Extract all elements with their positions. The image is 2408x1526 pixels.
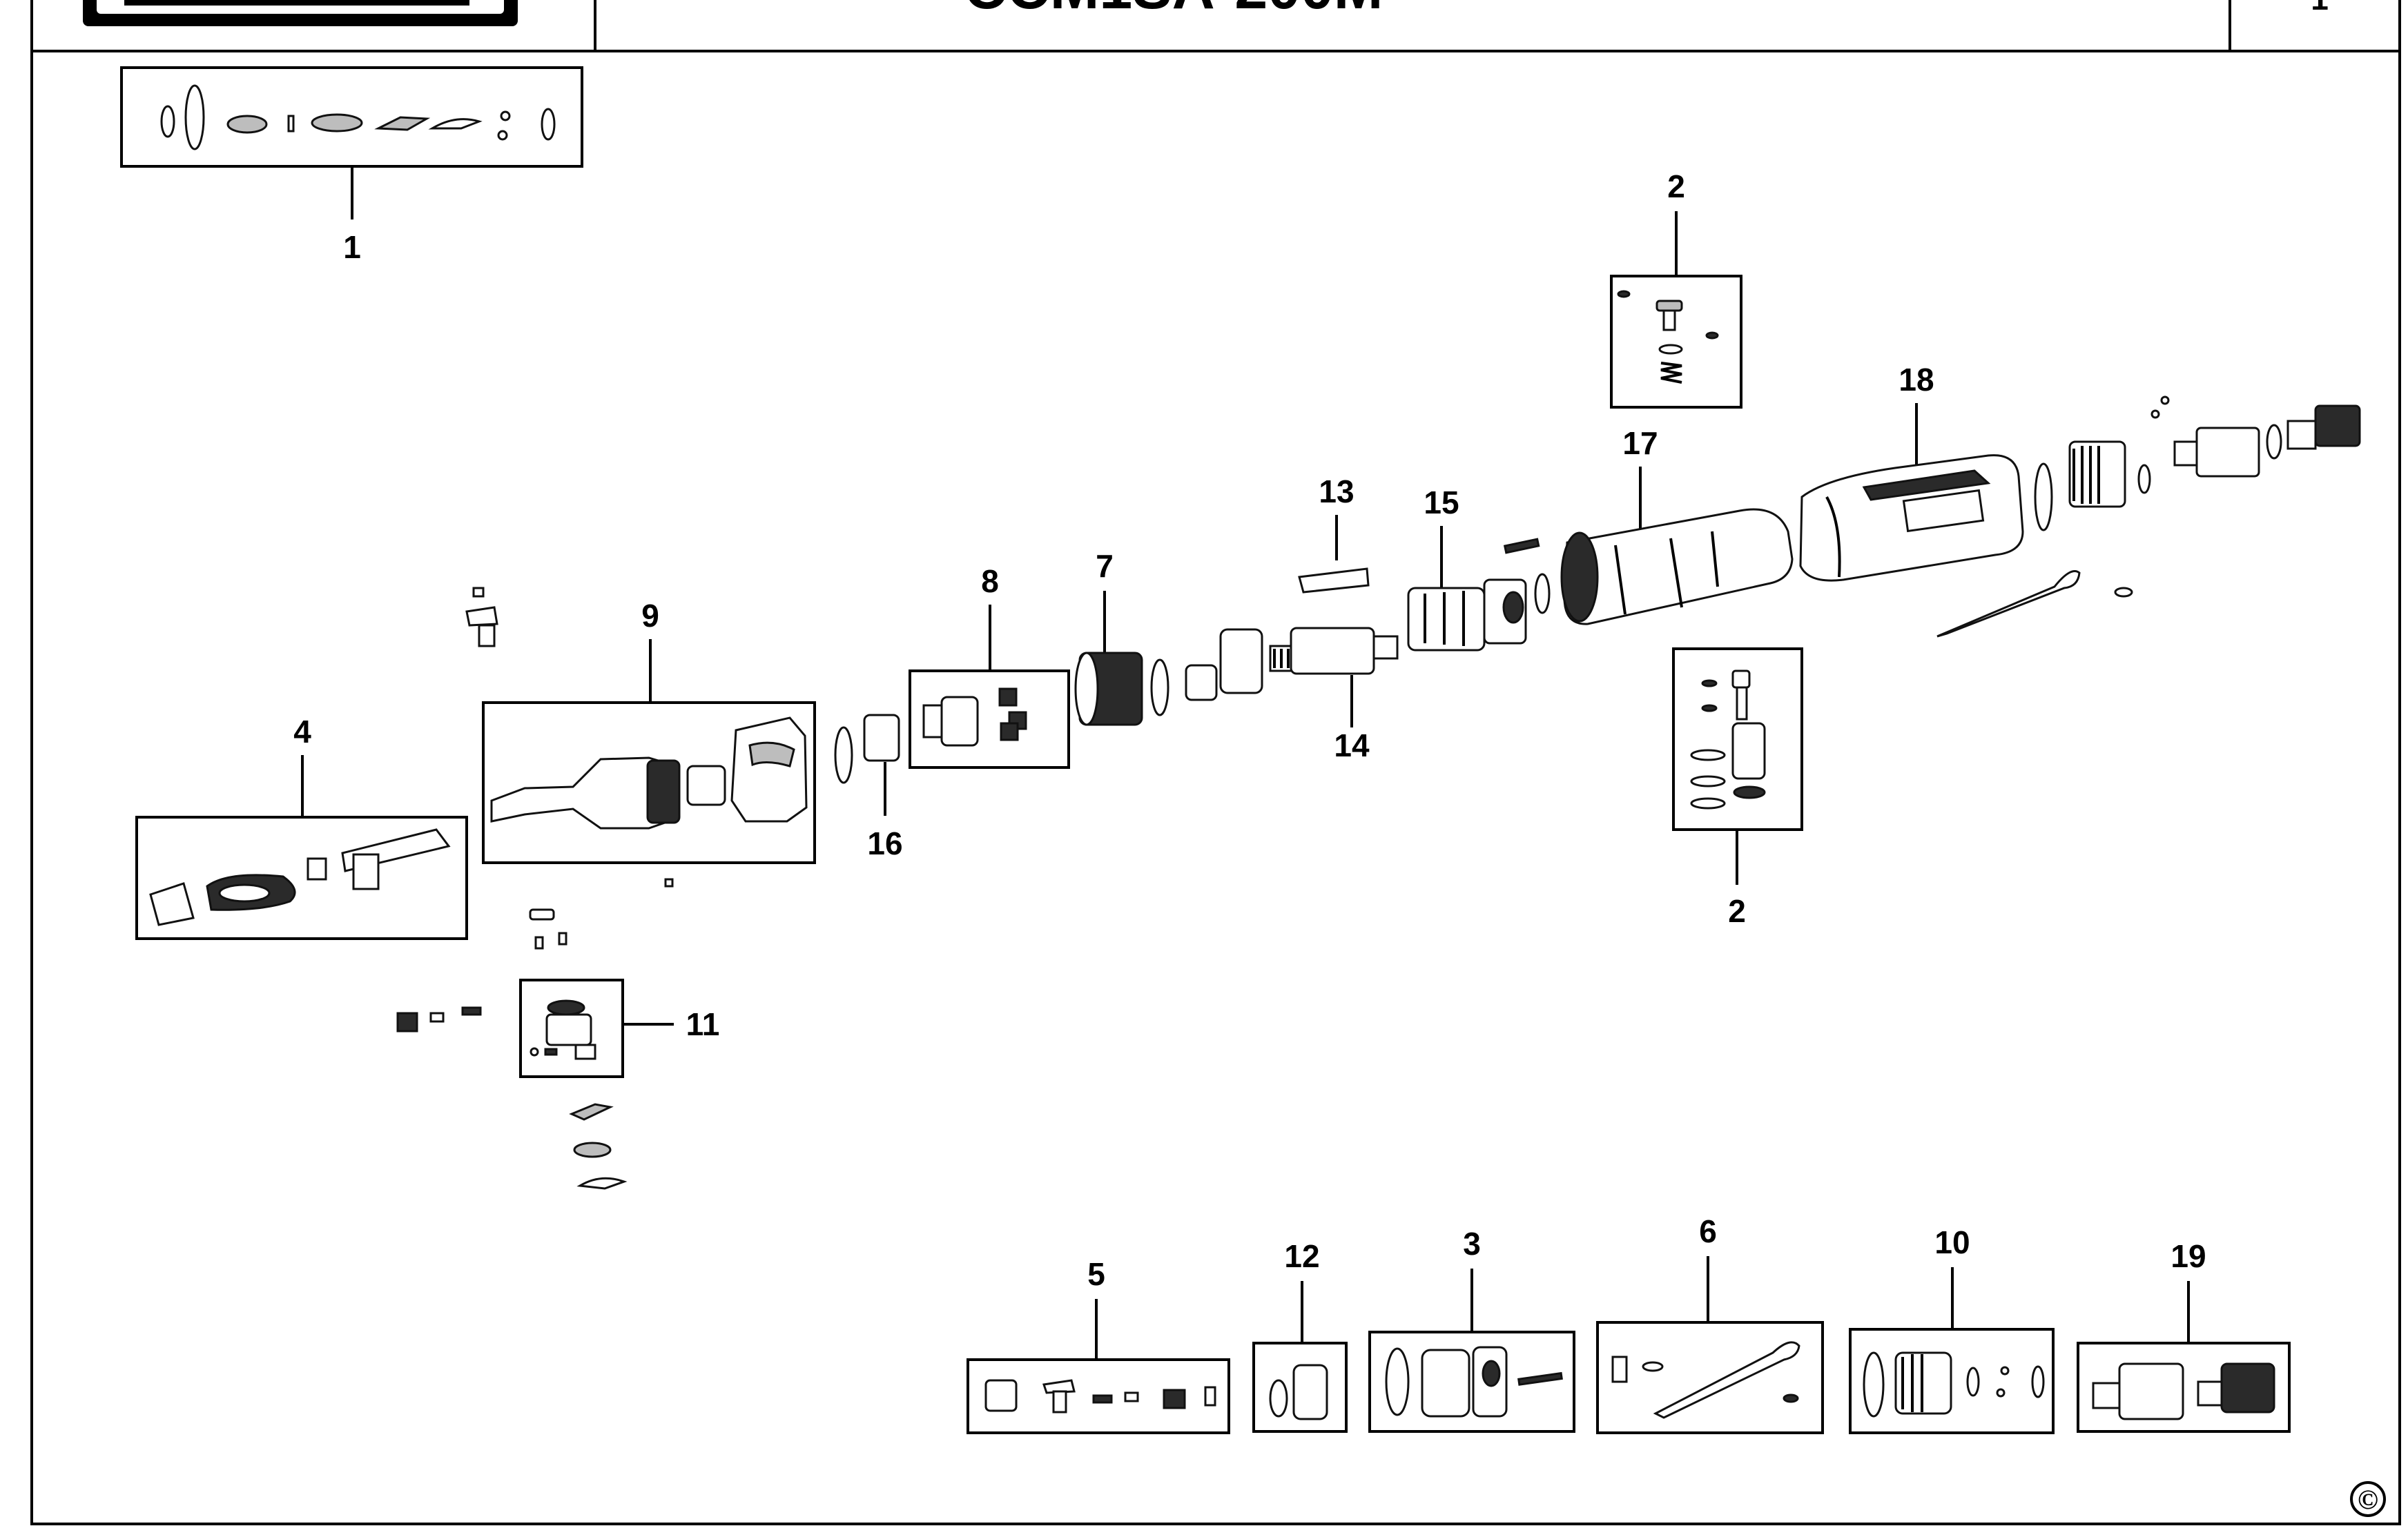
- copyright-circle: [2350, 1481, 2386, 1517]
- kit-box-6: [1596, 1321, 1824, 1434]
- kit-box-5: [967, 1358, 1230, 1434]
- callout-8: 8: [981, 563, 999, 599]
- callout-16: 16: [867, 825, 902, 861]
- callout-5: 5: [1087, 1256, 1105, 1292]
- model-title: CCM1SA-200M: [964, 0, 1383, 21]
- callout-2-bottom: 2: [1728, 893, 1746, 929]
- callout-6: 6: [1699, 1213, 1717, 1249]
- rear-fitting-parts: [2034, 395, 2361, 531]
- drawing-frame: [30, 0, 2401, 1525]
- rotor-blade-13: [1298, 567, 1370, 594]
- motor-housing-18: [1799, 454, 2024, 582]
- kit-box-2-bottom: [1672, 647, 1803, 831]
- bearing-16: [834, 714, 900, 784]
- kit-box-12: [1252, 1342, 1348, 1433]
- callout-10: 10: [1934, 1224, 1970, 1260]
- callout-19: 19: [2171, 1238, 2206, 1274]
- trigger-lever: [1936, 570, 2133, 638]
- kit-box-10: [1849, 1328, 2055, 1434]
- callout-3: 3: [1463, 1226, 1481, 1262]
- callout-1: 1: [343, 229, 361, 265]
- callout-15: 15: [1424, 485, 1459, 520]
- small-screw-parts: [465, 587, 674, 888]
- rotor-15: [1407, 578, 1527, 652]
- kit-box-3: [1368, 1331, 1575, 1433]
- callout-2-top: 2: [1667, 168, 1685, 204]
- callout-4: 4: [293, 714, 311, 750]
- page-number: 1: [2311, 0, 2329, 17]
- kit-box-4: [135, 816, 468, 940]
- callout-9: 9: [641, 598, 659, 634]
- callout-18: 18: [1899, 362, 1934, 398]
- callout-12: 12: [1284, 1238, 1319, 1274]
- kit-box-8: [909, 669, 1070, 769]
- callout-7: 7: [1096, 548, 1114, 584]
- brand-logo: [83, 0, 518, 26]
- callout-13: 13: [1319, 473, 1354, 509]
- shaft-14: [1269, 627, 1399, 675]
- kit-box-9: [482, 701, 816, 864]
- cylinder-17: [1503, 508, 1794, 625]
- callout-14: 14: [1334, 727, 1370, 763]
- kit-box-1: [120, 66, 583, 168]
- kit-box-2-top: [1610, 275, 1742, 409]
- loose-parts-11: [396, 908, 628, 1190]
- kit-box-19: [2077, 1342, 2291, 1433]
- kit-box-11: [519, 979, 624, 1078]
- callout-11: 11: [686, 1006, 720, 1042]
- copyright-symbol: ©: [2358, 1484, 2378, 1515]
- ring-gear-7: [1074, 628, 1263, 726]
- callout-17: 17: [1622, 425, 1658, 461]
